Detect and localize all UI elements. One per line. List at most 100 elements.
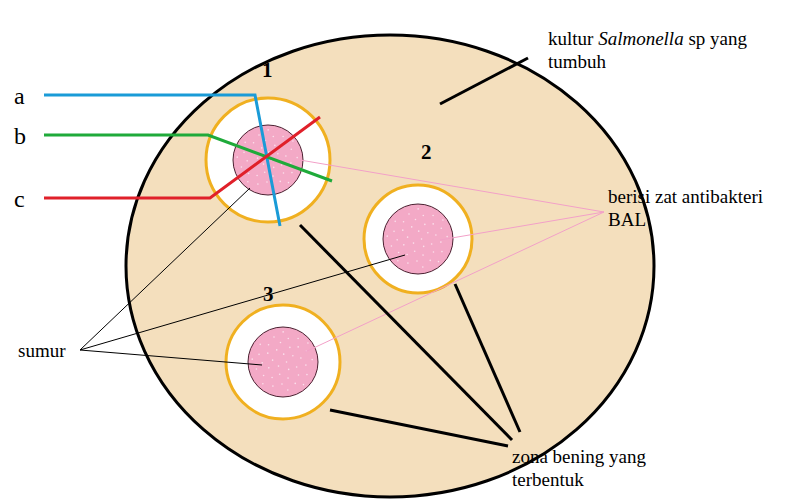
callout-letter: a [14, 82, 44, 111]
speckle [259, 344, 261, 346]
speckle [268, 151, 270, 153]
speckle [442, 219, 444, 221]
speckle [441, 251, 443, 253]
speckle [244, 142, 246, 144]
speckle [281, 383, 283, 385]
callout-letter: c [14, 185, 44, 214]
speckle [261, 362, 263, 364]
speckle [247, 181, 249, 183]
speckle [306, 374, 308, 376]
speckle [297, 346, 299, 348]
speckle [256, 175, 258, 177]
speckle [253, 165, 255, 167]
speckle [303, 384, 305, 386]
speckle [298, 374, 300, 376]
speckle [438, 261, 440, 263]
leader-line [440, 58, 528, 104]
leader-line [330, 410, 508, 446]
leader-line [80, 188, 250, 350]
speckle [291, 172, 293, 174]
speckle [292, 355, 294, 357]
speckle [263, 163, 265, 165]
speckle [271, 159, 273, 161]
speckle [296, 366, 298, 368]
speckle [393, 231, 395, 233]
speckle [288, 369, 290, 371]
leader-line [300, 225, 512, 440]
speckle [416, 260, 418, 262]
speckle [277, 153, 279, 155]
well-number: 1 [262, 60, 273, 81]
speckle [386, 235, 388, 237]
speckle [246, 160, 248, 162]
speckle [414, 250, 416, 252]
inhibition-zone: 2 [362, 183, 474, 295]
speckle [391, 245, 393, 247]
speckle [397, 260, 399, 262]
speckle [396, 239, 398, 241]
speckle [413, 242, 415, 244]
speckle [271, 377, 273, 379]
speckle [418, 230, 420, 232]
speckle [297, 338, 299, 340]
speckle [429, 260, 431, 262]
speckle [417, 208, 419, 210]
speckle [257, 157, 259, 159]
speckle [272, 385, 274, 387]
speckle [267, 352, 269, 354]
well-label: sumur [18, 340, 88, 363]
speckle [243, 152, 245, 154]
inhibition-zone: 1 [204, 96, 332, 224]
inhibition-zone: 3 [224, 303, 342, 421]
speckle [431, 243, 433, 245]
diameter-line [44, 95, 280, 226]
zone-outline [204, 96, 332, 224]
leader-line [80, 350, 262, 365]
speckle [440, 241, 442, 243]
speckle [288, 182, 290, 184]
speckle [446, 236, 448, 238]
speckle [423, 246, 425, 248]
well-number: 2 [421, 142, 432, 163]
speckle [274, 145, 276, 147]
zone-outline [362, 183, 474, 295]
speckle [432, 215, 434, 217]
speckle [398, 252, 400, 254]
speckle [408, 213, 410, 215]
speckle [272, 187, 274, 189]
diameter-line [44, 117, 320, 198]
speckle [311, 359, 313, 361]
speckle [251, 358, 253, 360]
speckle [278, 365, 280, 367]
speckle [292, 140, 294, 142]
leader-line [440, 212, 604, 240]
speckle [432, 223, 434, 225]
speckle [272, 359, 274, 361]
well [233, 125, 303, 195]
speckle [282, 136, 284, 138]
speckle [427, 232, 429, 234]
leader-line [455, 284, 520, 432]
speckle [411, 226, 413, 228]
speckle [296, 157, 298, 159]
speckle [262, 383, 264, 385]
speckle [422, 254, 424, 256]
speckle [305, 350, 307, 352]
speckle [287, 338, 289, 340]
callout-letter: b [14, 122, 44, 151]
speckle [279, 373, 281, 375]
speckle [267, 129, 269, 131]
clear-zone [364, 185, 472, 293]
leader-line [80, 255, 405, 350]
culture-label: kultur Salmonella sp yang tumbuh [548, 28, 748, 74]
speckle [282, 144, 284, 146]
speckle [294, 383, 296, 385]
zone-label: zona bening yang terbentuk [512, 446, 672, 492]
speckle [415, 219, 417, 221]
well [383, 204, 453, 274]
content-label: berisi zat antibakteri BAL [608, 186, 790, 232]
speckle [407, 262, 409, 264]
speckle [283, 353, 285, 355]
speckle [268, 344, 270, 346]
speckle [285, 155, 287, 157]
